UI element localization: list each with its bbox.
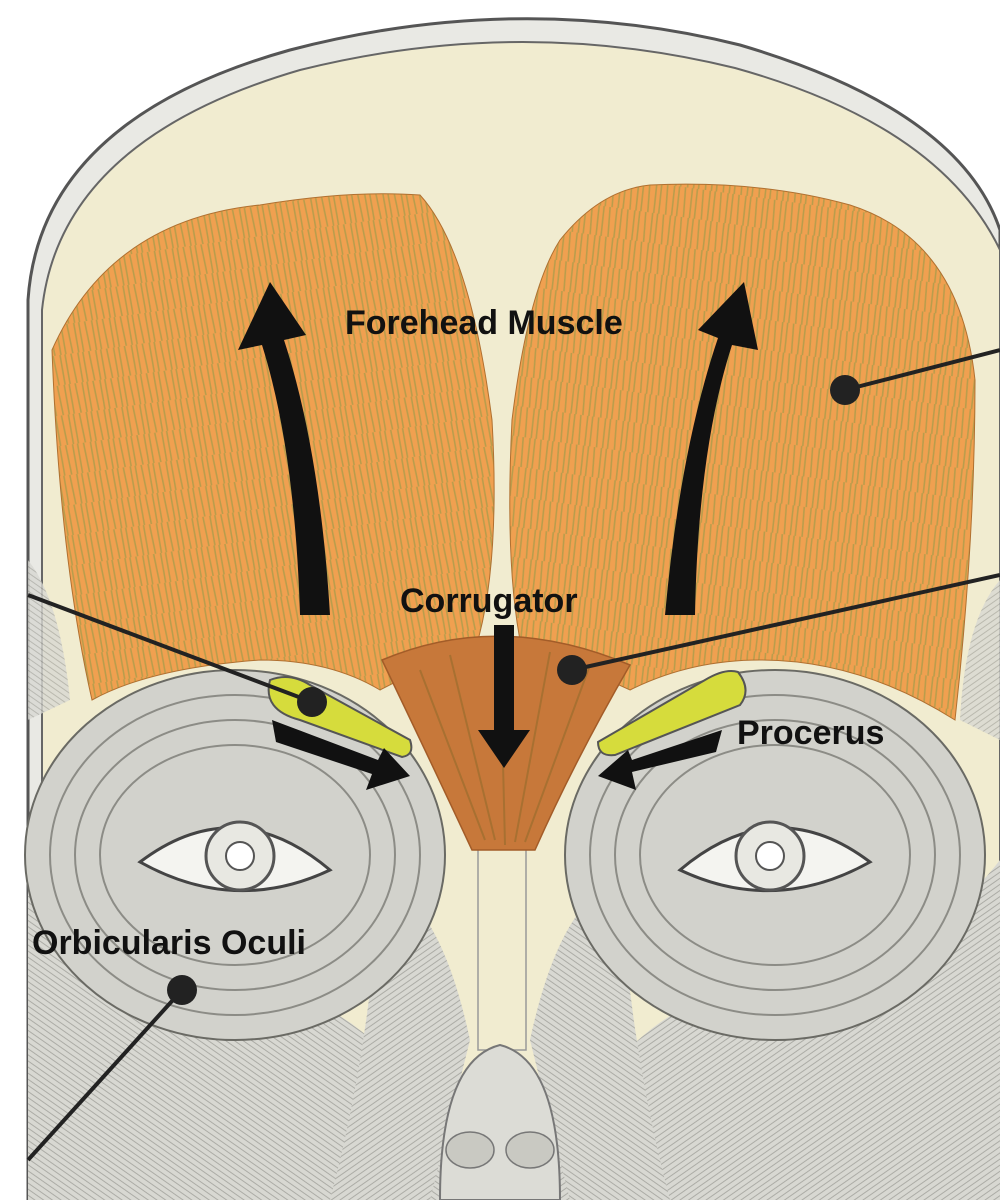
- up-arrow-icon: [238, 282, 330, 615]
- nose: [438, 839, 562, 1200]
- inward-arrow-icon: [598, 730, 722, 790]
- forehead-muscle-label: Forehead Muscle: [345, 304, 623, 342]
- orbicularis-oculi-label: Orbicularis Oculi: [32, 924, 306, 962]
- procerus-muscle-right: [596, 670, 747, 757]
- pointer-procerus: [27, 593, 327, 717]
- forehead-muscle-right: [509, 183, 976, 721]
- down-arrow-icon: [478, 625, 530, 768]
- corrugator-label: Corrugator: [400, 582, 578, 620]
- pointer-dot-icon: [297, 687, 327, 717]
- up-arrow-icon: [665, 282, 758, 615]
- procerus-label: Procerus: [737, 714, 885, 752]
- pointer-corrugator: [557, 573, 1000, 685]
- pointer-orbicularis: [26, 975, 197, 1162]
- pointer-forehead: [830, 348, 1000, 405]
- pointer-dot-icon: [557, 655, 587, 685]
- inward-arrow-icon: [272, 720, 410, 790]
- pointer-dot-icon: [830, 375, 860, 405]
- pointer-dot-icon: [167, 975, 197, 1005]
- forehead-muscle-left: [51, 193, 495, 701]
